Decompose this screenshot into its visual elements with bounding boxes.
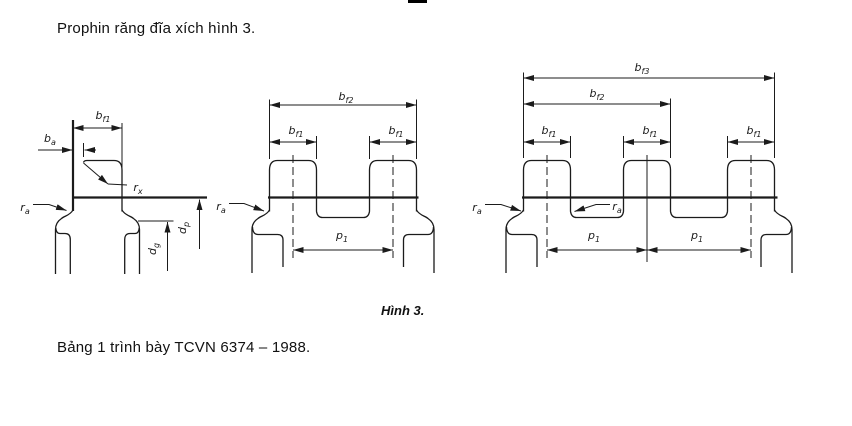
hub-shoulder-right xyxy=(402,226,435,267)
dim-label-ra: ra xyxy=(612,200,622,215)
dim-label-bf1: bf1 xyxy=(96,109,111,124)
ra-leader-line xyxy=(33,204,67,211)
dim-label-bf2: bf2 xyxy=(339,90,354,105)
chamfer-edge-line xyxy=(83,162,109,185)
hub-neck-left xyxy=(505,209,525,273)
dim-label-ra: ra xyxy=(20,201,30,216)
dim-label-p1: p1 xyxy=(587,229,600,244)
dim-label-bf1: bf1 xyxy=(289,124,304,139)
hub-neck-left xyxy=(54,209,74,274)
dim-label-ra: ra xyxy=(472,201,482,216)
dim-label-bf1: bf1 xyxy=(542,124,557,139)
profile-single-row: bf1 ba rx ra dg dp xyxy=(20,109,207,274)
dim-label-bf2: bf2 xyxy=(590,87,605,102)
ra-leader-line xyxy=(574,204,610,212)
hub-neck-right xyxy=(121,209,141,274)
hub-neck-right xyxy=(773,209,793,273)
profile-triple-row: bf3 bf2 bf1 bf1 bf1 ra ra p1 p1 xyxy=(472,61,793,273)
groove-bottom xyxy=(569,211,625,219)
hub-neck-right xyxy=(415,209,435,273)
figure-3-drawing: bf1 ba rx ra dg dp xyxy=(20,61,793,274)
dim-label-dp: dp xyxy=(176,222,191,234)
dim-label-rx: rx xyxy=(133,181,143,196)
ra-leader-line xyxy=(485,204,522,212)
hub-shoulder-left xyxy=(55,227,71,274)
ra-leader-line xyxy=(229,203,265,212)
closing-paragraph: Bảng 1 trình bày TCVN 6374 – 1988. xyxy=(57,339,311,356)
hub-shoulder-left xyxy=(505,226,538,267)
dim-label-bf1: bf1 xyxy=(643,124,658,139)
dim-label-bf1: bf1 xyxy=(747,124,762,139)
dim-label-bf3: bf3 xyxy=(635,61,650,76)
cropped-text-artifact xyxy=(408,0,427,3)
dim-label-dg: dg xyxy=(146,243,161,255)
hub-neck-left xyxy=(251,209,271,273)
hub-shoulder-right xyxy=(760,226,793,267)
intro-paragraph: Prophin răng đĩa xích hình 3. xyxy=(57,20,256,37)
profile-double-row: bf2 bf1 bf1 ra p1 xyxy=(216,90,435,273)
figure-caption: Hình 3. xyxy=(381,303,425,318)
dim-label-ba: ba xyxy=(44,132,56,147)
hub-shoulder-right xyxy=(124,227,140,274)
hub-shoulder-left xyxy=(251,226,284,267)
dim-label-p1: p1 xyxy=(335,229,348,244)
groove-bottom xyxy=(315,211,371,219)
dim-label-bf1: bf1 xyxy=(389,124,404,139)
groove-bottom xyxy=(669,211,729,219)
dim-label-ra: ra xyxy=(216,200,226,215)
dim-label-p1: p1 xyxy=(690,229,703,244)
rx-leader-line xyxy=(107,183,128,186)
